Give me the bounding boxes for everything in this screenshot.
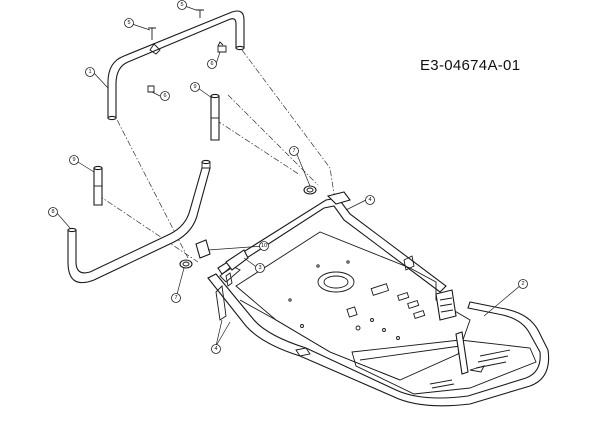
- svg-text:3: 3: [258, 265, 261, 271]
- callout-part-9-lower: 9: [69, 155, 79, 165]
- svg-text:8: 8: [51, 209, 54, 215]
- bushing-7-left: [179, 259, 193, 269]
- callout-part-6-lower: 6: [160, 91, 170, 101]
- callout-part-7-left: 7: [171, 293, 181, 303]
- callout-part-4-front: 4: [211, 344, 221, 354]
- svg-text:4: 4: [368, 197, 371, 203]
- side-tube-right: [210, 93, 220, 141]
- svg-text:1: 1: [88, 69, 91, 75]
- callout-part-2: 2: [518, 279, 528, 289]
- svg-text:10: 10: [261, 243, 267, 249]
- callout-bubbles: 1 2 3 4 4 5 5 6 6 7 7 8 9 9 10: [48, 0, 528, 354]
- callout-part-5-top: 5: [177, 0, 187, 10]
- svg-text:5: 5: [180, 2, 183, 8]
- nut-6-lower: [147, 85, 155, 93]
- svg-text:9: 9: [193, 84, 196, 90]
- roll-bar-upper: [107, 10, 245, 121]
- bracket-3: [225, 249, 249, 287]
- side-tube-left: [93, 165, 103, 206]
- clamp-10: [195, 239, 211, 259]
- callout-part-4-rear: 4: [365, 195, 375, 205]
- callout-part-9-upper: 9: [190, 82, 200, 92]
- svg-text:7: 7: [292, 148, 295, 154]
- callout-part-5-left: 5: [124, 18, 134, 28]
- svg-text:5: 5: [127, 20, 130, 26]
- roll-bar-lower: [67, 159, 211, 284]
- svg-text:7: 7: [174, 295, 177, 301]
- callout-part-7-right: 7: [289, 146, 299, 156]
- svg-text:6: 6: [163, 93, 166, 99]
- svg-text:9: 9: [72, 157, 75, 163]
- callout-part-10: 10: [259, 241, 269, 251]
- callout-part-6-upper: 6: [207, 59, 217, 69]
- nut-6-upper: [217, 45, 227, 53]
- bolt-5-upper-right: [196, 9, 204, 18]
- svg-text:2: 2: [521, 281, 524, 287]
- assembly-guide-lines: [97, 49, 336, 263]
- callout-part-3: 3: [255, 263, 265, 273]
- bushing-7-right: [303, 185, 317, 195]
- bolt-5-upper-left: [148, 27, 156, 40]
- callout-part-8: 8: [48, 207, 58, 217]
- frame-chassis: [207, 191, 550, 407]
- diagram-reference-code: E3-04674A-01: [420, 57, 521, 74]
- svg-text:4: 4: [214, 346, 217, 352]
- callout-leaders: [55, 4, 522, 347]
- callout-part-1: 1: [85, 67, 95, 77]
- svg-text:6: 6: [210, 61, 213, 67]
